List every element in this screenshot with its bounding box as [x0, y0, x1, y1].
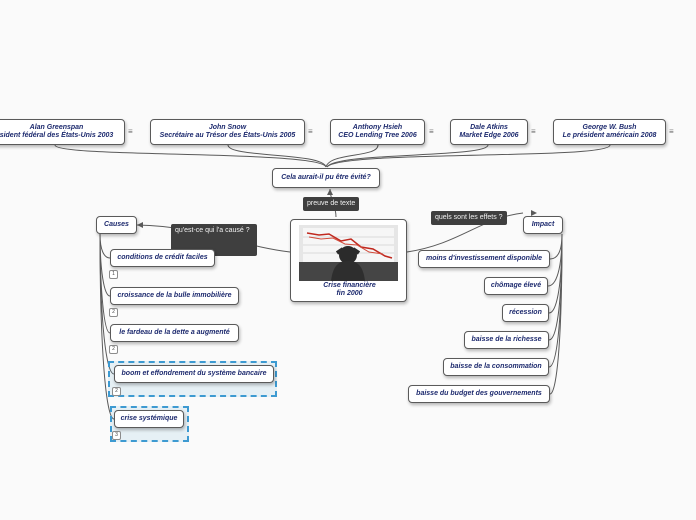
central-topic-title: Crise financière	[323, 282, 376, 289]
cause-item-label: crise systémique	[120, 415, 178, 422]
question-node[interactable]: Cela aurait-il pu être évité?	[272, 168, 380, 188]
impact-item[interactable]: moins d'investissement disponible	[418, 250, 550, 268]
menu-icon[interactable]: ≡	[429, 127, 434, 136]
causes-node[interactable]: Causes	[96, 216, 137, 234]
central-topic-subtitle: fin 2000	[336, 290, 363, 297]
cause-item[interactable]: crise systémique	[114, 410, 184, 428]
impact-item[interactable]: baisse de la consommation	[443, 358, 549, 376]
impact-item-label: chômage élevé	[490, 282, 542, 289]
menu-icon[interactable]: ≡	[308, 127, 313, 136]
cause-badge: 2	[109, 308, 118, 317]
impact-item[interactable]: baisse du budget des gouvernements	[408, 385, 550, 403]
person-role: Market Edge 2006	[459, 132, 519, 139]
question-label: Cela aurait-il pu être évité?	[281, 174, 371, 181]
cause-item-label: conditions de crédit faciles	[117, 254, 208, 261]
cause-item-label: croissance de la bulle immobilière	[117, 292, 232, 299]
impact-item-label: moins d'investissement disponible	[425, 255, 543, 262]
person-name: Dale Atkins	[470, 124, 508, 131]
cause-item[interactable]: croissance de la bulle immobilière	[110, 287, 239, 305]
impact-label: Impact	[531, 221, 555, 228]
person-name: George W. Bush	[582, 124, 637, 131]
impact-item[interactable]: baisse de la richesse	[464, 331, 549, 349]
cause-item-label: le fardeau de la dette a augmenté	[119, 329, 230, 336]
impact-item[interactable]: chômage élevé	[484, 277, 548, 295]
central-topic-image	[299, 225, 398, 281]
person-role: CEO Lending Tree 2006	[338, 132, 417, 139]
cause-item[interactable]: le fardeau de la dette a augmenté	[110, 324, 239, 342]
cause-item[interactable]: conditions de crédit faciles	[110, 249, 215, 267]
impact-node[interactable]: Impact	[523, 216, 563, 234]
connector-label-impact: quels sont les effets ?	[431, 211, 507, 225]
person-role: Secrétaire au Trésor des États-Unis 2005	[159, 132, 296, 139]
person-name: John Snow	[208, 124, 247, 131]
person-name: Anthony Hsieh	[352, 124, 403, 131]
cause-badge: 1	[109, 270, 118, 279]
connector-label-evidence: preuve de texte	[303, 197, 360, 211]
central-topic-node[interactable]: Crise financière fin 2000	[290, 219, 407, 302]
person-name: Alan Greenspan	[29, 124, 84, 131]
impact-item[interactable]: récession	[502, 304, 549, 322]
impact-item-label: récession	[509, 309, 542, 316]
cause-item-label: boom et effondrement du système bancaire	[121, 370, 267, 377]
person-role: sident fédéral des États-Unis 2003	[0, 132, 114, 139]
person-role: Le président américain 2008	[562, 132, 657, 139]
impact-item-label: baisse de la richesse	[471, 336, 542, 343]
causes-label: Causes	[104, 221, 129, 228]
menu-icon[interactable]: ≡	[531, 127, 536, 136]
menu-icon[interactable]: ≡	[669, 127, 674, 136]
cause-item[interactable]: boom et effondrement du système bancaire	[114, 365, 274, 383]
cause-badge: 3	[112, 431, 121, 440]
impact-item-label: baisse du budget des gouvernements	[416, 390, 542, 397]
impact-item-label: baisse de la consommation	[450, 363, 542, 370]
cause-badge: 2	[109, 345, 118, 354]
menu-icon[interactable]: ≡	[128, 127, 133, 136]
cause-badge: 2	[112, 387, 121, 396]
